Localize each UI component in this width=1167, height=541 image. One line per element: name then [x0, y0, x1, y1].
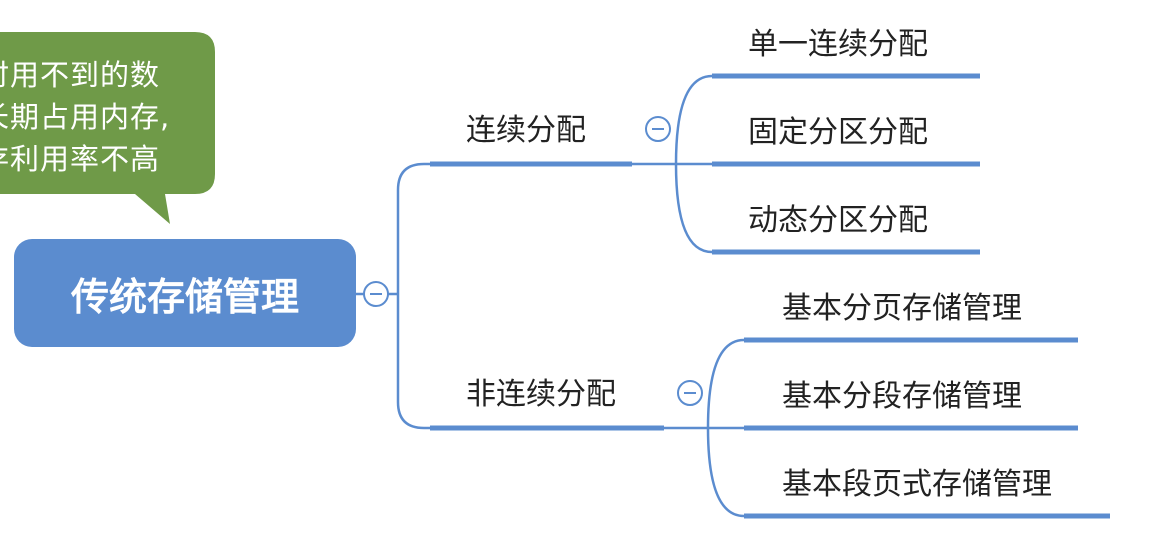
collapse-minus-icon [652, 128, 664, 130]
leaf-node-1-1[interactable]: 单一连续分配 [748, 27, 928, 62]
callout-line-1: 时用不到的数 [0, 58, 161, 92]
callout-line-3: 存利用率不高 [0, 142, 161, 176]
leaf-node-1-2[interactable]: 固定分区分配 [748, 115, 928, 150]
callout-shape [0, 32, 215, 224]
root-node[interactable]: 传统存储管理 [14, 239, 356, 347]
trunk-to-branch-1 [396, 162, 430, 294]
trunk-to-branch-2 [396, 294, 430, 430]
branch-2-to-leaf-1 [706, 338, 745, 429]
branch-1-collapse-button[interactable] [645, 116, 671, 142]
root-node-label: 传统存储管理 [70, 274, 299, 319]
leaf-node-2-2[interactable]: 基本分段存储管理 [782, 379, 1022, 414]
root-collapse-button[interactable] [363, 281, 389, 307]
branch-1-to-leaf-1 [674, 74, 713, 165]
collapse-minus-icon [684, 392, 696, 394]
branch-node-1[interactable]: 连续分配 [466, 113, 586, 148]
leaf-node-2-3[interactable]: 基本段页式存储管理 [782, 467, 1052, 502]
branch-1-to-leaf-3 [674, 163, 713, 254]
branch-node-2[interactable]: 非连续分配 [466, 377, 616, 412]
note-callout: 时用不到的数 长期占用内存, 存利用率不高 [0, 32, 215, 224]
leaf-node-2-1[interactable]: 基本分页存储管理 [782, 291, 1022, 326]
branch-2-to-leaf-3 [706, 427, 745, 518]
callout-lines: 时用不到的数 长期占用内存, 存利用率不高 [0, 54, 170, 180]
leaf-node-1-3[interactable]: 动态分区分配 [748, 203, 928, 238]
collapse-minus-icon [370, 293, 382, 295]
callout-line-2: 长期占用内存, [0, 100, 171, 134]
branch-2-collapse-button[interactable] [677, 380, 703, 406]
